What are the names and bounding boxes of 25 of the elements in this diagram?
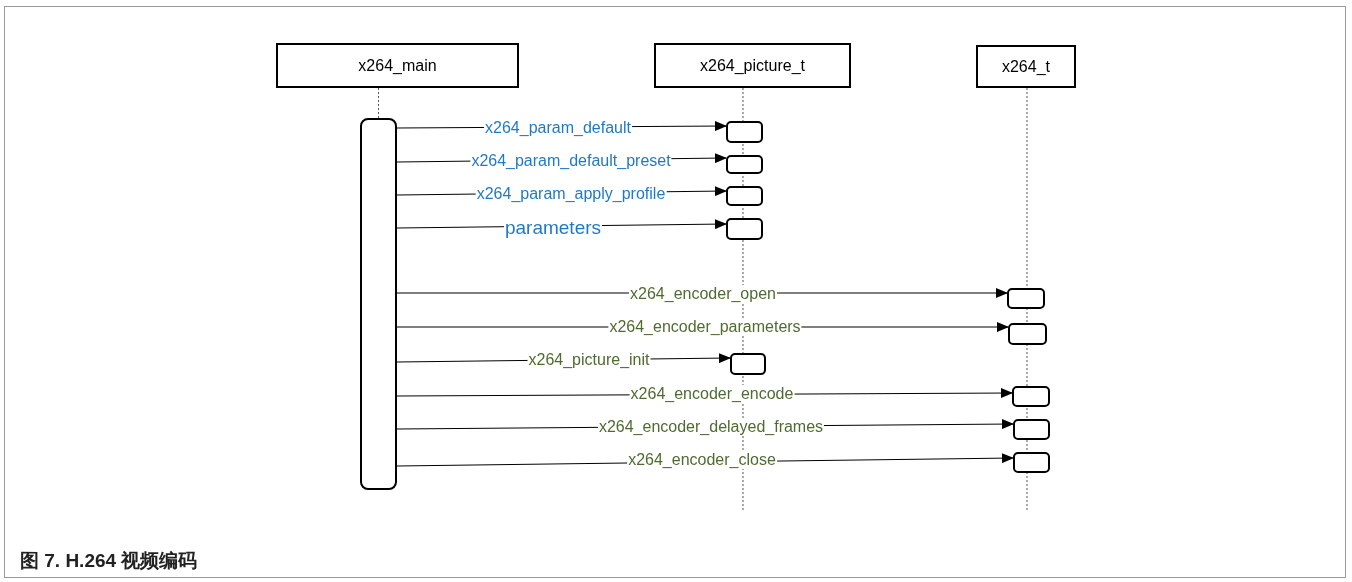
activation-box — [1012, 386, 1050, 407]
activation-box — [726, 186, 763, 206]
message-label: x264_encoder_close — [627, 451, 777, 469]
message-label: x264_param_default — [484, 119, 632, 137]
activation-box — [1008, 323, 1047, 345]
message-label: x264_param_apply_profile — [475, 185, 667, 203]
lifeline-header: x264_t — [976, 45, 1076, 88]
activation-box — [1013, 419, 1050, 440]
message-label: x264_param_default_preset — [470, 152, 672, 170]
activation-box — [1007, 288, 1045, 309]
lifeline-header: x264_picture_t — [654, 43, 851, 88]
lifeline-header: x264_main — [276, 43, 519, 88]
figure-caption: 图 7. H.264 视频编码 — [20, 549, 198, 573]
activation-bar — [360, 118, 397, 490]
activation-box — [730, 353, 766, 375]
lifeline — [378, 87, 379, 119]
message-label: x264_picture_init — [527, 351, 651, 369]
message-label: x264_encoder_open — [629, 285, 777, 303]
activation-box — [726, 155, 763, 174]
activation-box — [1013, 452, 1050, 473]
activation-box — [726, 121, 763, 143]
message-label: x264_encoder_delayed_frames — [597, 418, 825, 436]
message-label: x264_encoder_encode — [629, 385, 795, 403]
message-label: x264_encoder_parameters — [608, 318, 802, 336]
activation-box — [726, 218, 763, 240]
